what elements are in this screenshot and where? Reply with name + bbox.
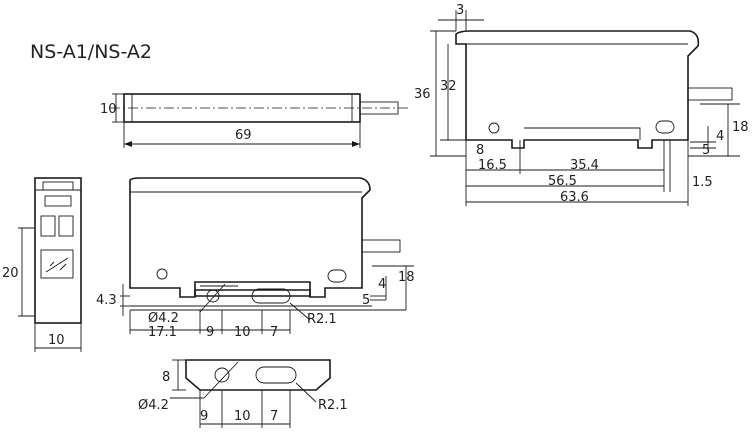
top-view: 10 69 <box>100 93 408 148</box>
front-view-body <box>34 177 82 324</box>
front-view-height-label: 20 <box>2 266 19 281</box>
bottom-seg3-label: 7 <box>270 409 278 424</box>
right-d56-label: 56.5 <box>548 174 577 189</box>
right-d15-label: 1.5 <box>692 175 713 190</box>
right-view-body <box>455 30 700 149</box>
side-hole-dia-label: Ø4.2 <box>148 311 179 326</box>
right-lip-label: 3 <box>456 3 464 18</box>
bottom-view-plate <box>185 359 331 391</box>
bottom-slot-radius-label: R2.1 <box>318 398 348 413</box>
bottom-seg2-label: 10 <box>234 409 251 424</box>
side-slot-radius-label: R2.1 <box>307 312 337 327</box>
right-view: 3 36 32 8 18 4 5 16.5 35.4 56.5 63.6 1.5 <box>414 3 749 206</box>
display-icon <box>58 215 74 237</box>
right-h4-label: 4 <box>716 129 724 144</box>
side-seg3-label: 10 <box>234 325 251 340</box>
indicator-icon <box>40 249 74 279</box>
right-total-height-label: 36 <box>414 87 431 102</box>
bottom-view: 8 Ø4.2 R2.1 9 10 7 <box>138 359 348 428</box>
right-view-slot <box>655 120 675 134</box>
side-h4-label: 4 <box>378 277 386 292</box>
right-body-height-label: 32 <box>440 79 457 94</box>
right-h5-label: 5 <box>702 143 710 158</box>
side-view-slot <box>327 269 347 283</box>
side-view: Ø4.2 4.3 R2.1 18 4 5 17.1 9 10 7 <box>96 177 415 340</box>
side-h5-label: 5 <box>362 293 370 308</box>
right-height18-label: 18 <box>732 120 749 135</box>
right-view-hole <box>488 122 500 134</box>
bottom-height-label: 8 <box>162 370 170 385</box>
side-view-body <box>129 177 371 298</box>
right-d16-label: 16.5 <box>478 158 507 173</box>
right-d63-label: 63.6 <box>560 190 589 205</box>
side-view-hole <box>156 268 168 280</box>
drawing-title: NS-A1/NS-A2 <box>30 41 152 63</box>
right-view-cable <box>687 87 733 101</box>
side-seg4-label: 7 <box>270 325 278 340</box>
bottom-hole-dia-label: Ø4.2 <box>138 398 169 413</box>
bottom-slot <box>255 366 297 384</box>
front-view-width-label: 10 <box>48 333 65 348</box>
bottom-hole <box>214 367 230 383</box>
side-height-label: 18 <box>398 270 415 285</box>
side-seg2-label: 9 <box>206 325 214 340</box>
side-offset-label: 4.3 <box>96 293 117 308</box>
mount-hole <box>206 289 220 303</box>
top-view-length-label: 69 <box>235 128 252 143</box>
right-base-label: 8 <box>476 143 484 158</box>
display-icon <box>40 215 56 237</box>
mount-slot <box>251 288 291 304</box>
side-view-cable <box>361 239 401 253</box>
side-seg1-label: 17.1 <box>148 325 177 340</box>
right-d35-label: 35.4 <box>570 158 599 173</box>
bottom-seg1-label: 9 <box>200 409 208 424</box>
top-view-height-label: 10 <box>100 102 117 117</box>
front-view: 20 10 <box>2 177 82 352</box>
